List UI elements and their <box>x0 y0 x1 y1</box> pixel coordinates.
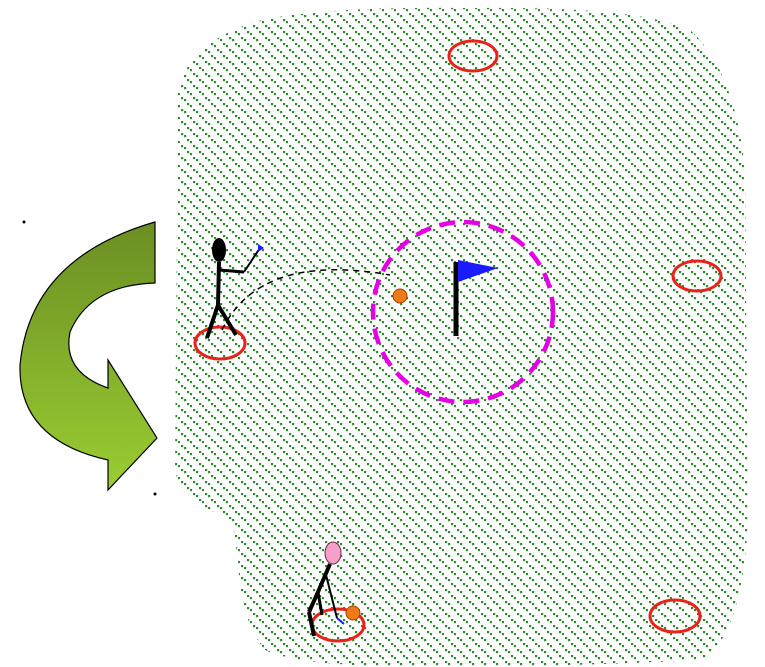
ball-icon <box>392 288 408 304</box>
target-circle <box>370 219 556 405</box>
station-ring-icon <box>447 39 499 73</box>
station-ring-icon <box>671 259 723 293</box>
decorative-dot <box>153 492 157 496</box>
curved-arrow-icon <box>19 221 158 492</box>
golfer-addressing-ball-icon <box>307 541 361 637</box>
station-ring-icon <box>648 598 702 634</box>
ball-icon <box>345 605 361 621</box>
ball-flight-path <box>221 269 391 331</box>
flag-icon <box>458 260 498 282</box>
grass-field <box>175 7 748 667</box>
decorative-dot <box>22 220 26 224</box>
golfer-swinging-icon <box>205 238 264 339</box>
station-ring-icon <box>193 325 247 361</box>
